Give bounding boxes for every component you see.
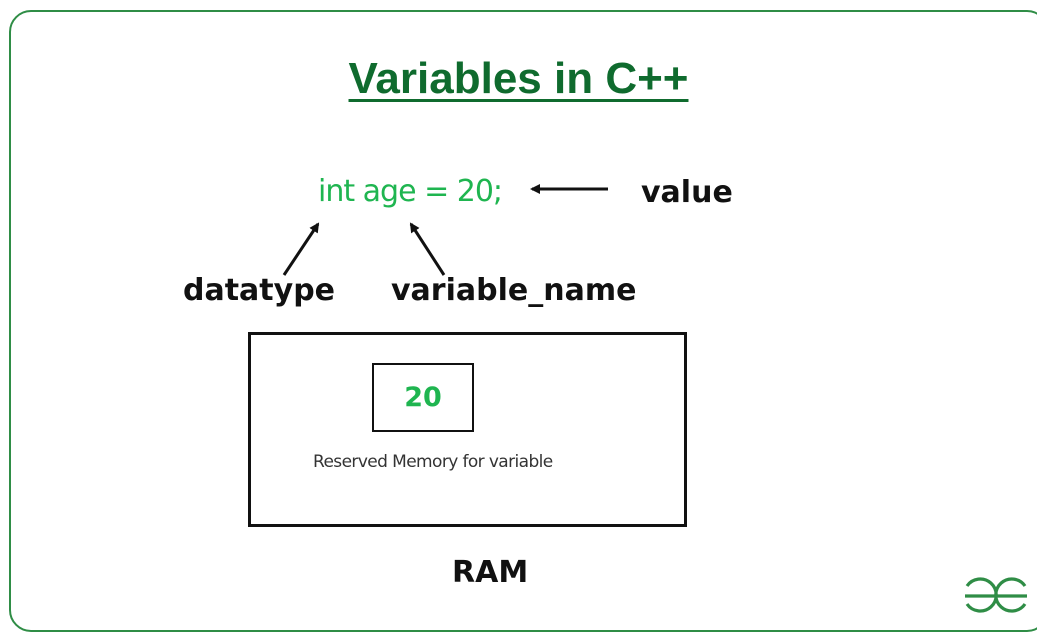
memory-cell: 20 [372,363,474,432]
code-statement: int age = 20; [318,174,503,209]
variable-name-label: variable_name [391,273,637,308]
memory-cell-value: 20 [404,382,442,413]
ram-label: RAM [452,555,529,590]
datatype-label: datatype [183,273,336,308]
memory-caption: Reserved Memory for variable [313,452,553,472]
diagram-frame [9,10,1037,632]
value-label: value [641,175,733,210]
ram-box [248,332,687,527]
gfg-logo-icon [965,577,1027,613]
page-title: Variables in C++ [348,54,689,103]
